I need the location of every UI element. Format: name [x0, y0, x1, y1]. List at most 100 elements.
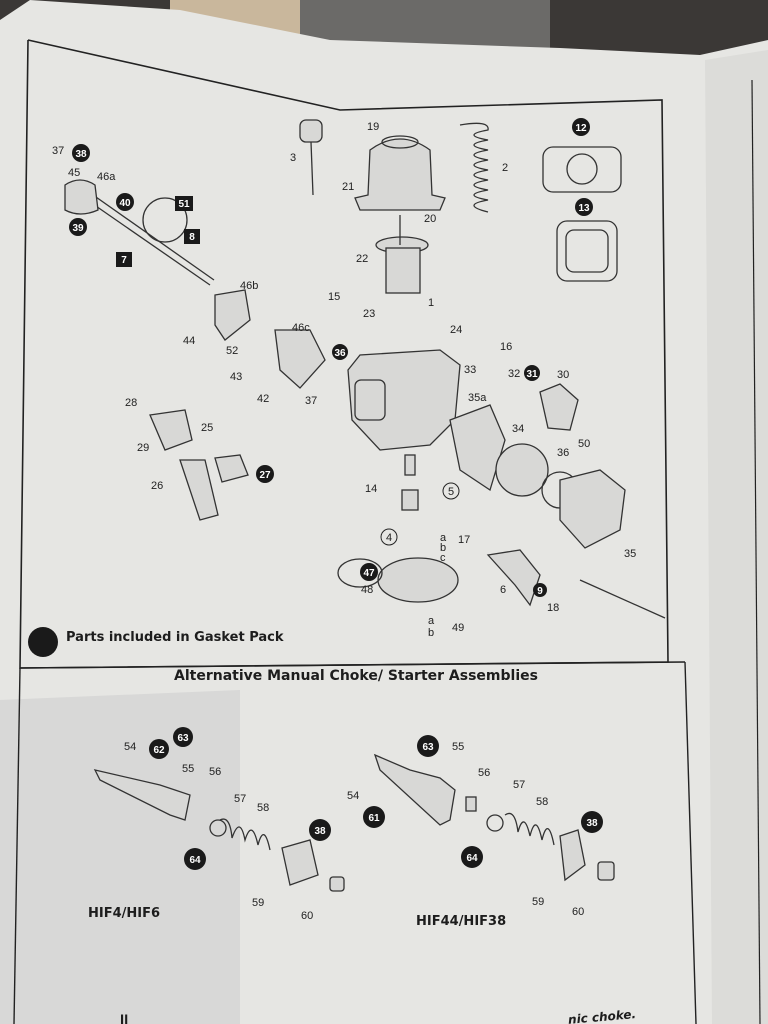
callout: 28 — [125, 397, 137, 409]
callout: 19 — [367, 121, 379, 133]
gasket-callout: 31 — [526, 369, 538, 380]
callout: 49 — [452, 622, 464, 634]
lower-frame-right — [684, 661, 697, 1024]
gasket-callout: 62 — [153, 745, 165, 756]
section-title: Alternative Manual Choke/ Starter Assemb… — [174, 668, 538, 684]
callout: 24 — [450, 324, 462, 336]
gasket-callout: 9 — [537, 586, 543, 597]
gasket-callout: 38 — [586, 818, 598, 829]
callout: 29 — [137, 442, 149, 454]
callout: 1 — [428, 297, 434, 309]
callout: 46a — [97, 171, 116, 183]
callout: 60 — [572, 906, 584, 918]
callout: 58 — [257, 802, 269, 814]
callout: 20 — [424, 213, 436, 225]
callout: 54 — [347, 790, 359, 802]
callout: 45 — [68, 167, 80, 179]
sub-label: c — [440, 552, 446, 564]
right-assembly-callouts: 63 55 54 61 56 57 58 38 64 59 60 — [347, 735, 603, 918]
main-callouts: 37 38 45 46a 40 51 39 8 7 3 19 2 21 20 1… — [52, 118, 636, 639]
callout: 30 — [557, 369, 569, 381]
callout: 32 — [508, 368, 520, 380]
gasket-callout: 12 — [575, 123, 587, 134]
callout: 6 — [500, 584, 506, 596]
callout: 35 — [624, 548, 636, 560]
callout: 48 — [361, 584, 373, 596]
callout: 3 — [290, 152, 296, 164]
callout: 46c — [292, 322, 310, 334]
callout: 34 — [512, 423, 524, 435]
footer-fragment-left: ll — [120, 1013, 128, 1024]
callout: 14 — [365, 483, 377, 495]
callout: 55 — [452, 741, 464, 753]
gasket-legend-dot — [28, 627, 58, 657]
callout: 25 — [201, 422, 213, 434]
model-label-right: HIF44/HIF38 — [416, 914, 506, 929]
callout: 44 — [183, 335, 195, 347]
gasket-callout: 27 — [259, 470, 271, 481]
gasket-callout: 39 — [72, 223, 84, 234]
callout: 46b — [240, 280, 258, 292]
gasket-callout: 64 — [466, 853, 478, 864]
callout: 54 — [124, 741, 136, 753]
boxed-callout: 8 — [189, 232, 195, 243]
callout: 17 — [458, 534, 470, 546]
callout: 57 — [513, 779, 525, 791]
carburettor-drawing — [64, 119, 666, 619]
callout: 50 — [578, 438, 590, 450]
callout: 16 — [500, 341, 512, 353]
gasket-callout: 13 — [578, 203, 590, 214]
circled-callout: 4 — [386, 532, 392, 544]
callout: 18 — [547, 602, 559, 614]
callout: 57 — [234, 793, 246, 805]
sub-label: b — [440, 542, 446, 554]
callout: 15 — [328, 291, 340, 303]
callout: 36 — [557, 447, 569, 459]
gasket-callout: 64 — [189, 855, 201, 866]
callout: 60 — [301, 910, 313, 922]
footer-fragment-right: nic choke. — [567, 1007, 636, 1024]
gasket-callout: 47 — [363, 568, 375, 579]
gasket-callout: 38 — [314, 826, 326, 837]
callout: 26 — [151, 480, 163, 492]
callout: 56 — [478, 767, 490, 779]
boxed-callout: 7 — [121, 255, 127, 266]
callout: 22 — [356, 253, 368, 265]
gasket-callout: 40 — [119, 198, 131, 209]
next-page-frame — [751, 79, 761, 1024]
callout: 35a — [468, 392, 487, 404]
gasket-callout: 63 — [177, 733, 189, 744]
callout: 42 — [257, 393, 269, 405]
callout: 59 — [252, 897, 264, 909]
gasket-callout: 61 — [368, 813, 380, 824]
diagram-frame — [19, 39, 669, 669]
left-assembly-callouts: 54 62 63 55 56 57 58 38 64 59 60 — [124, 727, 331, 922]
callout: 52 — [226, 345, 238, 357]
sub-label: a — [440, 532, 447, 544]
callout: 33 — [464, 364, 476, 376]
choke-assembly-drawings — [93, 753, 615, 892]
shadow — [0, 690, 240, 1024]
model-label-left: HIF4/HIF6 — [88, 906, 160, 921]
legend-text: Parts included in Gasket Pack — [66, 630, 284, 645]
gasket-callout: 36 — [334, 348, 346, 359]
callout: 23 — [363, 308, 375, 320]
callout: 37 — [305, 395, 317, 407]
callout: 43 — [230, 371, 242, 383]
gasket-callout: 38 — [75, 149, 87, 160]
circled-callout: 5 — [448, 486, 454, 498]
callout: 21 — [342, 181, 354, 193]
callout: 37 — [52, 145, 64, 157]
boxed-callout: 51 — [178, 199, 190, 210]
callout: 56 — [209, 766, 221, 778]
callout: 59 — [532, 896, 544, 908]
section-divider — [19, 661, 686, 669]
callout: 58 — [536, 796, 548, 808]
lower-frame-left — [13, 667, 21, 1024]
sub-label: b — [428, 627, 434, 639]
gasket-callout: 63 — [422, 742, 434, 753]
paper-fold — [705, 50, 768, 1024]
callout: 2 — [502, 162, 508, 174]
callout: 55 — [182, 763, 194, 775]
